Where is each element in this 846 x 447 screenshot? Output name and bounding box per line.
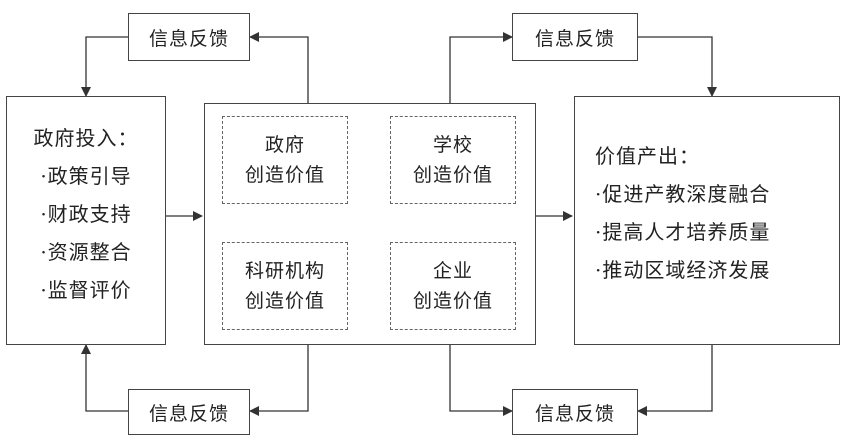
government-value-box: 政府 创造价值 xyxy=(222,116,348,204)
node-title: 政府 xyxy=(264,134,305,156)
node-subtitle: 创造价值 xyxy=(244,290,325,312)
feedback-box-top-right: 信息反馈 xyxy=(512,13,638,61)
feedback-box-top-left: 信息反馈 xyxy=(128,13,250,61)
arrow-center-to-feedback-bottom-right xyxy=(449,345,513,416)
list-item: ·提高人才培养质量 xyxy=(595,220,771,244)
arrow-feedback-bottom-left-to-left-panel xyxy=(81,344,128,412)
value-output-panel: 价值产出： ·促进产教深度融合 ·提高人才培养质量 ·推动区域经济发展 xyxy=(574,96,840,345)
list-item: ·财政支持 xyxy=(40,202,132,226)
node-title: 学校 xyxy=(432,134,473,156)
arrow-center-to-feedback-top-left xyxy=(249,32,309,103)
node-title: 企业 xyxy=(432,260,473,282)
feedback-label: 信息反馈 xyxy=(148,27,229,50)
arrow-center-to-feedback-bottom-left xyxy=(249,345,309,416)
arrow-right-panel-to-feedback-bottom-right xyxy=(637,345,713,416)
panel-title: 政府投入： xyxy=(33,126,139,150)
node-subtitle: 创造价值 xyxy=(244,164,325,186)
government-input-panel: 政府投入： ·政策引导 ·财政支持 ·资源整合 ·监督评价 xyxy=(6,96,166,345)
feedback-label: 信息反馈 xyxy=(534,27,615,50)
list-item: ·资源整合 xyxy=(40,240,132,264)
list-item: ·政策引导 xyxy=(40,164,132,188)
node-title: 科研机构 xyxy=(244,260,325,282)
arrow-feedback-top-left-to-left-panel xyxy=(81,36,128,97)
list-item: ·促进产教深度融合 xyxy=(595,182,771,206)
list-item: ·推动区域经济发展 xyxy=(595,258,771,282)
enterprise-value-box: 企业 创造价值 xyxy=(390,242,516,330)
node-subtitle: 创造价值 xyxy=(412,164,493,186)
feedback-label: 信息反馈 xyxy=(534,402,615,425)
research-institute-value-box: 科研机构 创造价值 xyxy=(222,242,348,330)
list-item: ·监督评价 xyxy=(40,278,132,302)
node-subtitle: 创造价值 xyxy=(412,290,493,312)
arrow-feedback-top-right-to-right-panel xyxy=(638,36,717,97)
feedback-box-bottom-left: 信息反馈 xyxy=(128,389,250,435)
school-value-box: 学校 创造价值 xyxy=(390,116,516,204)
panel-title: 价值产出： xyxy=(595,144,700,168)
feedback-box-bottom-right: 信息反馈 xyxy=(512,389,638,435)
arrow-center-to-feedback-top-right xyxy=(449,32,513,103)
feedback-label: 信息反馈 xyxy=(148,402,229,425)
